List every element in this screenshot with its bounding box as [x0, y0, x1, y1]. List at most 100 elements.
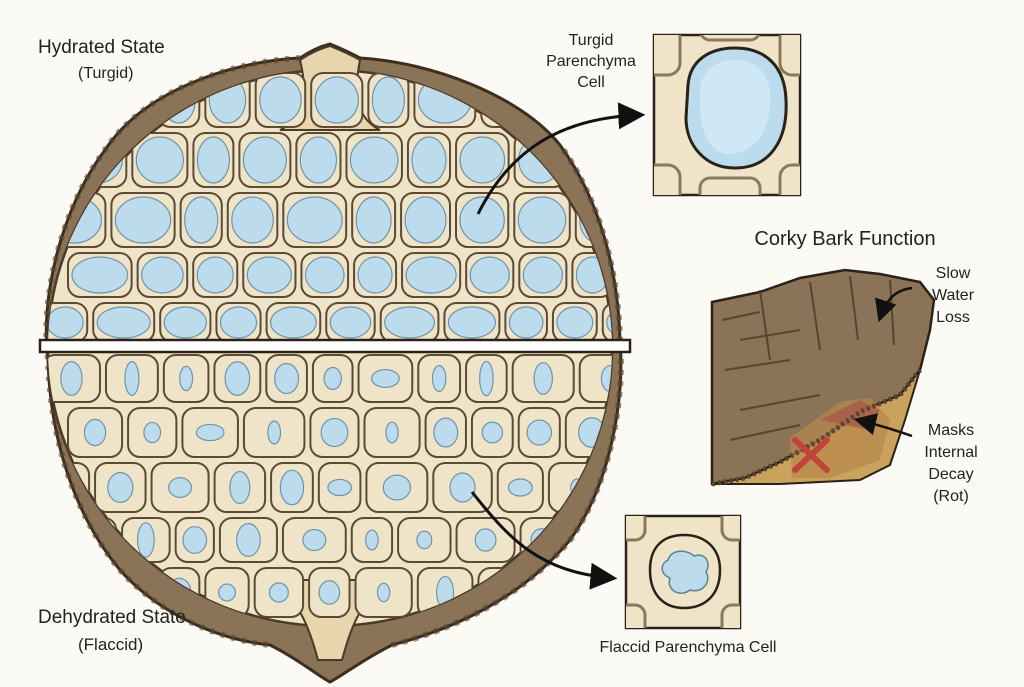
- vacuole: [323, 366, 342, 391]
- vacuole: [141, 256, 184, 294]
- vacuole: [219, 306, 258, 339]
- vacuole: [327, 478, 352, 497]
- vacuole: [433, 417, 459, 448]
- vacuole: [299, 136, 338, 184]
- vacuole: [384, 306, 436, 339]
- vacuole: [355, 196, 392, 244]
- vacuole: [124, 361, 140, 396]
- vacuole: [371, 76, 406, 124]
- vacuole: [357, 256, 393, 294]
- vacuole: [479, 360, 494, 397]
- vacuole: [83, 418, 107, 447]
- masks-decay-line3: Decay: [928, 466, 973, 483]
- corky-bark-block: [710, 268, 936, 487]
- vacuole: [431, 365, 447, 392]
- vacuole: [314, 76, 359, 124]
- dehydrated-subtitle: (Flaccid): [78, 635, 143, 654]
- vacuole: [318, 580, 341, 605]
- vacuole: [577, 526, 601, 554]
- vacuole: [236, 523, 261, 557]
- hydrated-subtitle: (Turgid): [78, 65, 133, 82]
- vacuole: [224, 361, 251, 396]
- hydrated-title: Hydrated State: [38, 37, 165, 58]
- flaccid-cell-label: Flaccid Parenchyma Cell: [600, 639, 777, 656]
- vacuole: [405, 256, 457, 294]
- vacuole: [143, 421, 162, 444]
- vacuole: [168, 477, 193, 498]
- vacuole: [537, 577, 567, 608]
- vacuole: [135, 136, 185, 184]
- vacuole: [517, 196, 567, 244]
- parenchyma-cell: [627, 193, 669, 247]
- vacuole: [114, 196, 172, 244]
- vacuole: [447, 306, 496, 339]
- vacuole: [246, 256, 293, 294]
- vacuole: [459, 196, 505, 244]
- vacuole: [382, 474, 412, 501]
- vacuole: [182, 526, 208, 554]
- vacuole: [474, 528, 497, 552]
- vacuole: [349, 136, 399, 184]
- vacuole: [459, 136, 506, 184]
- vacuole: [268, 582, 289, 603]
- vacuole: [469, 256, 510, 294]
- vacuole: [302, 528, 327, 552]
- flaccid-cell-inset: [624, 514, 742, 630]
- vacuole: [48, 76, 91, 124]
- parenchyma-cell: [618, 253, 680, 297]
- vacuole: [286, 196, 343, 244]
- vacuole: [229, 470, 251, 505]
- vacuole: [411, 136, 447, 184]
- vacuole: [218, 583, 237, 602]
- vacuole: [56, 581, 79, 604]
- parenchyma-cell: [601, 302, 612, 340]
- vacuole: [179, 365, 194, 392]
- vacuole: [96, 306, 151, 339]
- vacuole: [242, 136, 287, 184]
- vacuole: [556, 306, 594, 339]
- slow-loss-line2: Water: [932, 287, 975, 304]
- vacuole: [259, 76, 302, 124]
- slow-loss-line1: Slow: [936, 265, 971, 282]
- vacuole: [184, 196, 219, 244]
- parenchyma-cell: [624, 408, 683, 457]
- masks-decay-line1: Masks: [928, 422, 974, 439]
- vacuole: [376, 582, 391, 603]
- vacuole: [507, 478, 533, 497]
- parenchyma-cell: [529, 567, 575, 618]
- vacuole: [522, 256, 564, 294]
- vacuole: [136, 522, 155, 558]
- vacuole: [195, 423, 225, 442]
- bark-title: Corky Bark Function: [754, 228, 935, 250]
- vacuole: [60, 361, 83, 396]
- turgid-label-line1: Turgid: [569, 32, 614, 49]
- vacuole: [365, 529, 379, 551]
- turgid-pointer-arrow: [476, 102, 646, 215]
- vacuole: [508, 306, 544, 339]
- dehydrated-title: Dehydrated State: [38, 607, 186, 628]
- vacuole: [598, 577, 612, 608]
- vacuole: [274, 362, 300, 395]
- vacuole: [385, 421, 399, 444]
- vacuole: [71, 256, 129, 294]
- vacuole: [196, 136, 230, 184]
- vacuole: [606, 306, 612, 339]
- turgid-label-line3: Cell: [577, 74, 605, 91]
- vacuole: [48, 306, 84, 339]
- rot-x-mark: [792, 437, 830, 473]
- slow-loss-line3: Loss: [936, 309, 970, 326]
- vacuole: [267, 420, 282, 445]
- vacuole: [449, 472, 476, 503]
- flaccid-pointer-arrow: [470, 491, 618, 590]
- turgid-label-line2: Parenchyma: [546, 53, 636, 70]
- vacuole: [231, 196, 274, 244]
- masks-decay-line2: Internal: [924, 444, 977, 461]
- vacuole: [107, 472, 134, 503]
- vacuole: [533, 362, 553, 395]
- turgid-cell-inset: [652, 33, 802, 197]
- slow-loss-arrow: [875, 286, 913, 323]
- vacuole: [526, 419, 553, 446]
- vacuole: [196, 256, 234, 294]
